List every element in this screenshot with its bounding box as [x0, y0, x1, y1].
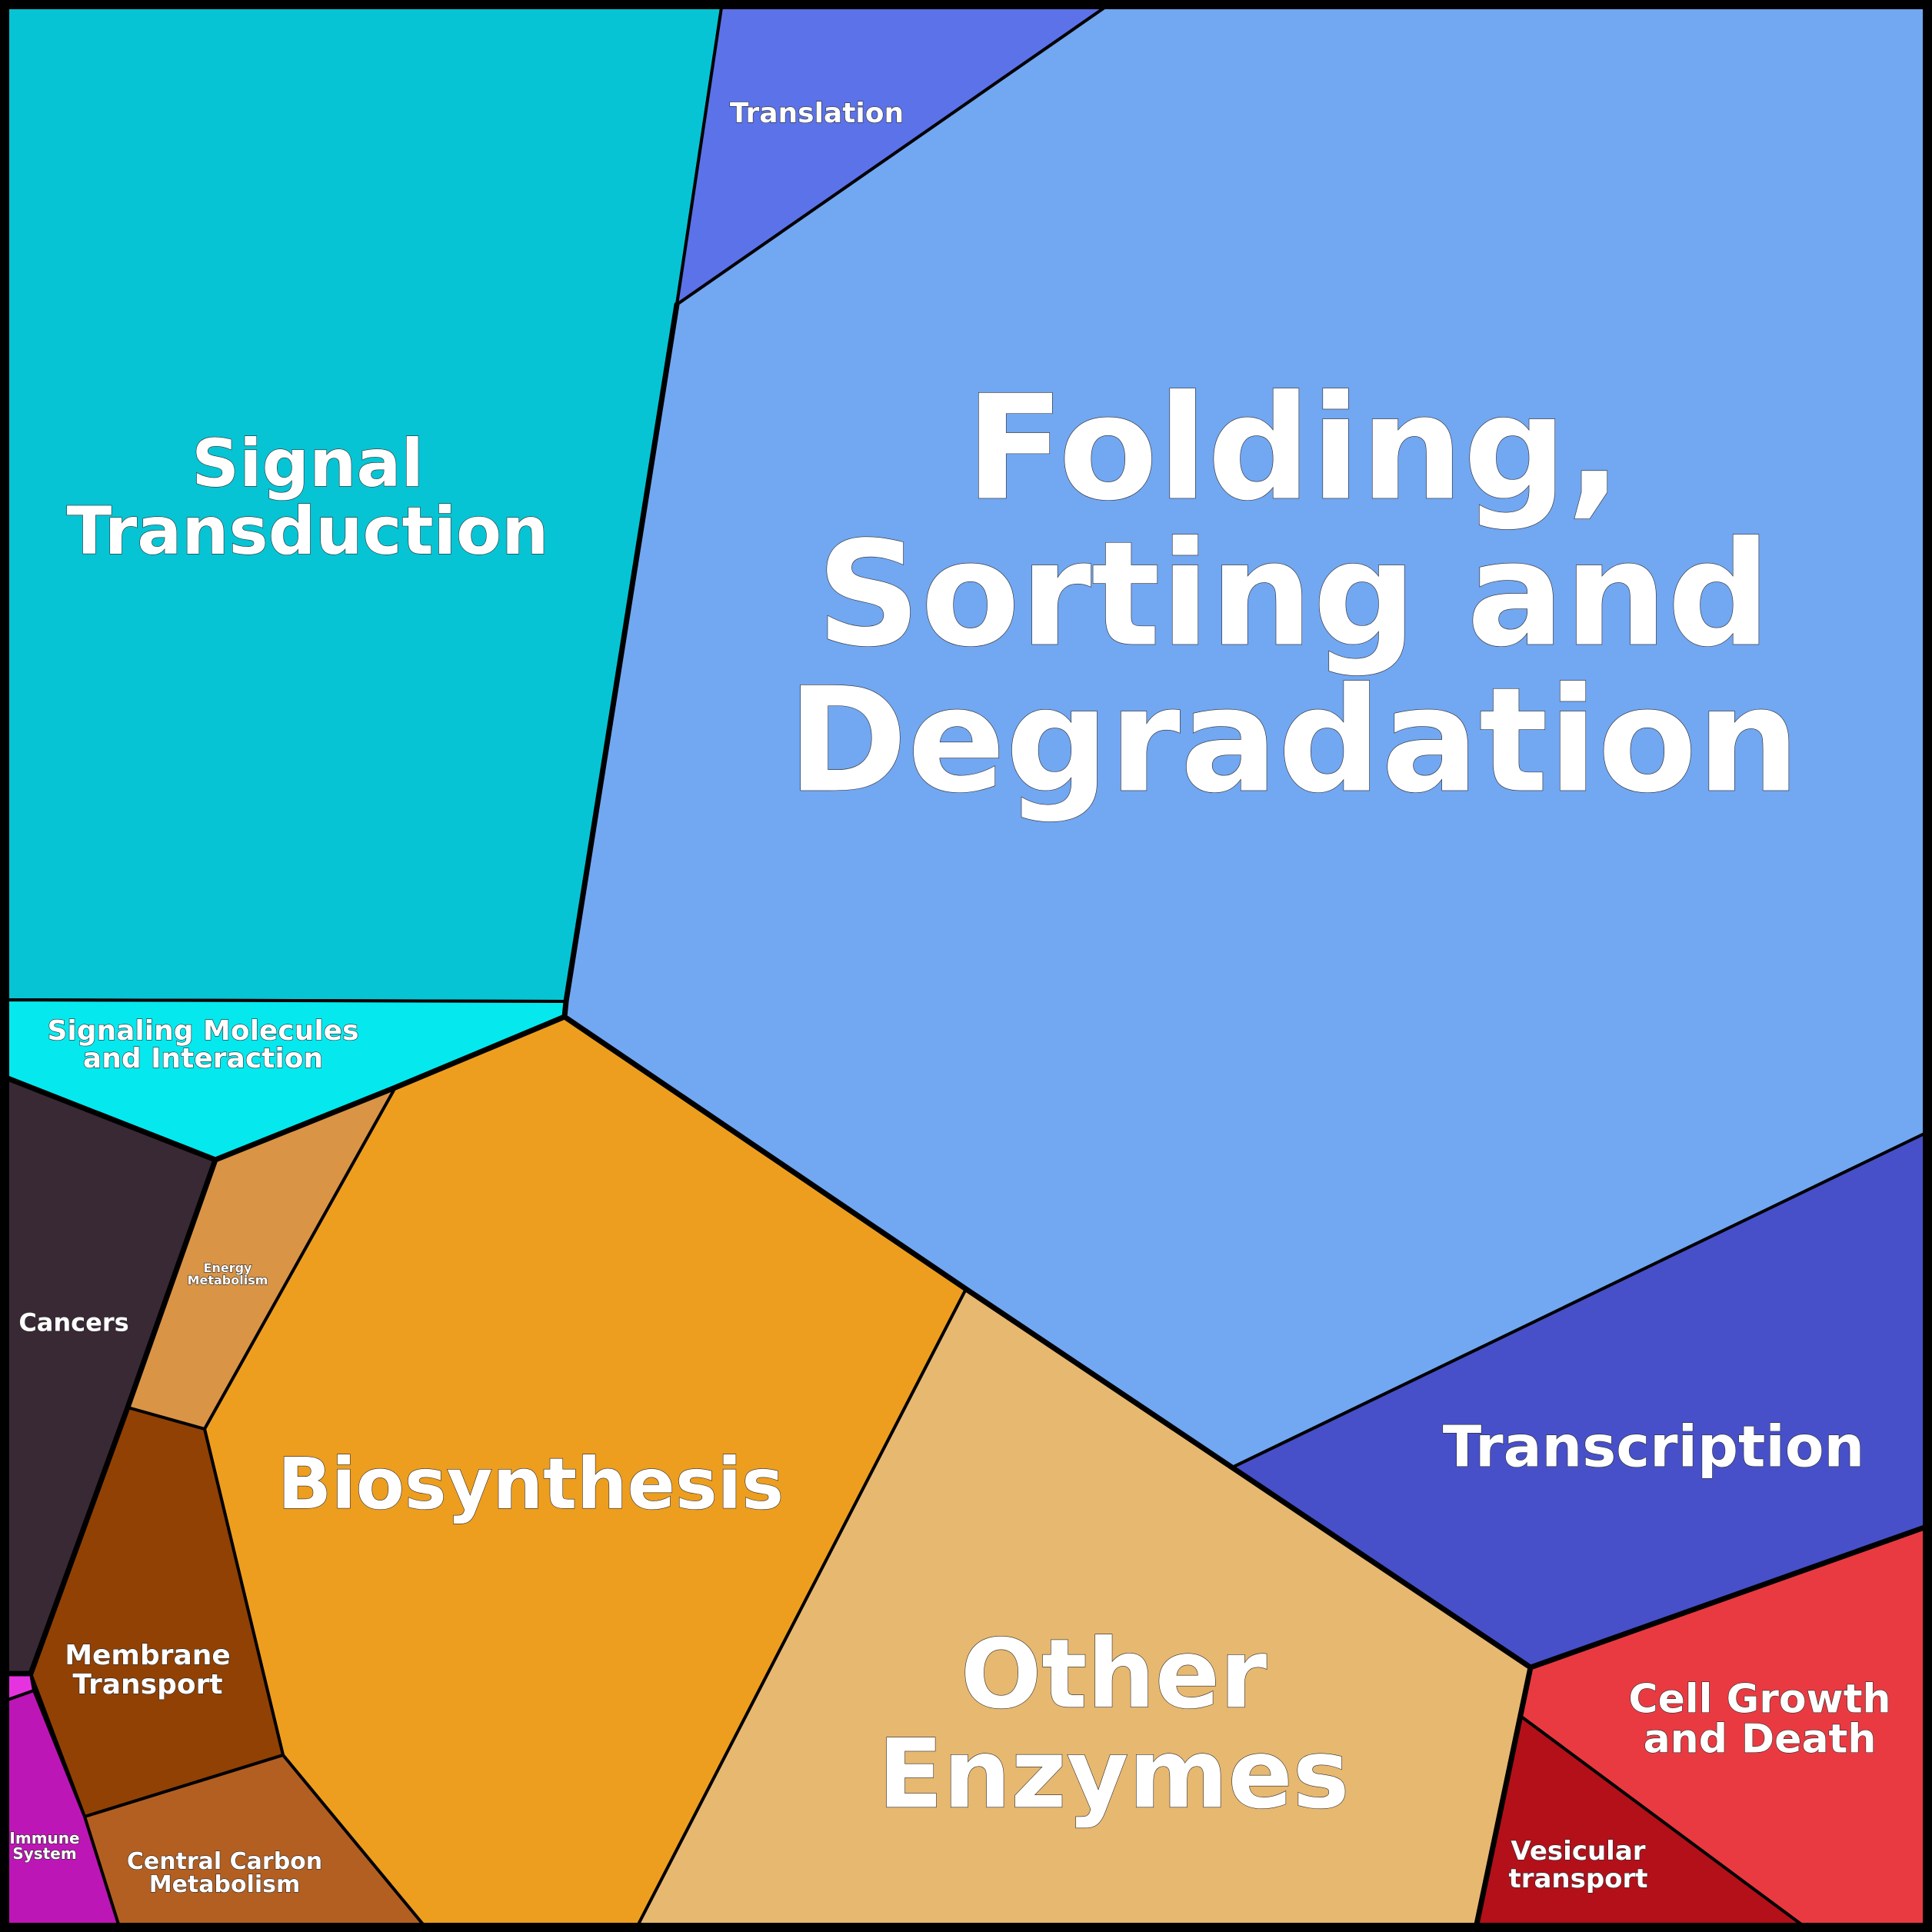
label-line: Metabolism: [188, 1273, 268, 1287]
label-line: Cancers: [18, 1308, 128, 1337]
label-line: Energy: [204, 1261, 253, 1275]
label-translation: Translation: [730, 98, 904, 129]
label-line: Vesicular: [1511, 1836, 1645, 1867]
label-line: Membrane: [65, 1640, 231, 1671]
label-line: Other: [961, 1620, 1267, 1730]
label-line: Degradation: [788, 657, 1800, 825]
label-line: Transduction: [67, 493, 549, 570]
label-line: and Interaction: [83, 1043, 323, 1074]
label-line: Biosynthesis: [278, 1443, 784, 1525]
label-line: Enzymes: [878, 1720, 1349, 1830]
label-line: transport: [1508, 1864, 1647, 1894]
label-line: Transcription: [1443, 1414, 1864, 1481]
label-line: Signaling Molecules: [47, 1015, 358, 1047]
label-line: Metabolism: [149, 1871, 301, 1898]
label-biosynthesis: Biosynthesis: [278, 1443, 784, 1525]
label-line: Transport: [72, 1669, 222, 1700]
label-line: Central Carbon: [127, 1848, 322, 1875]
label-line: Translation: [730, 98, 904, 129]
label-line: Signal: [192, 425, 424, 502]
label-line: Folding,: [965, 365, 1621, 533]
label-transcription: Transcription: [1443, 1414, 1864, 1481]
label-line: Cell Growth: [1628, 1677, 1890, 1723]
boundary-signaling: [5, 1014, 568, 1163]
label-line: System: [12, 1844, 76, 1863]
label-line: and Death: [1644, 1717, 1877, 1763]
label-line: Immune: [9, 1829, 79, 1847]
label-cancers: Cancers: [18, 1308, 128, 1337]
boundary-vesicular: [1474, 1664, 1534, 1927]
label-line: Sorting and: [817, 511, 1771, 679]
boundary-cancers: [5, 1157, 218, 1677]
